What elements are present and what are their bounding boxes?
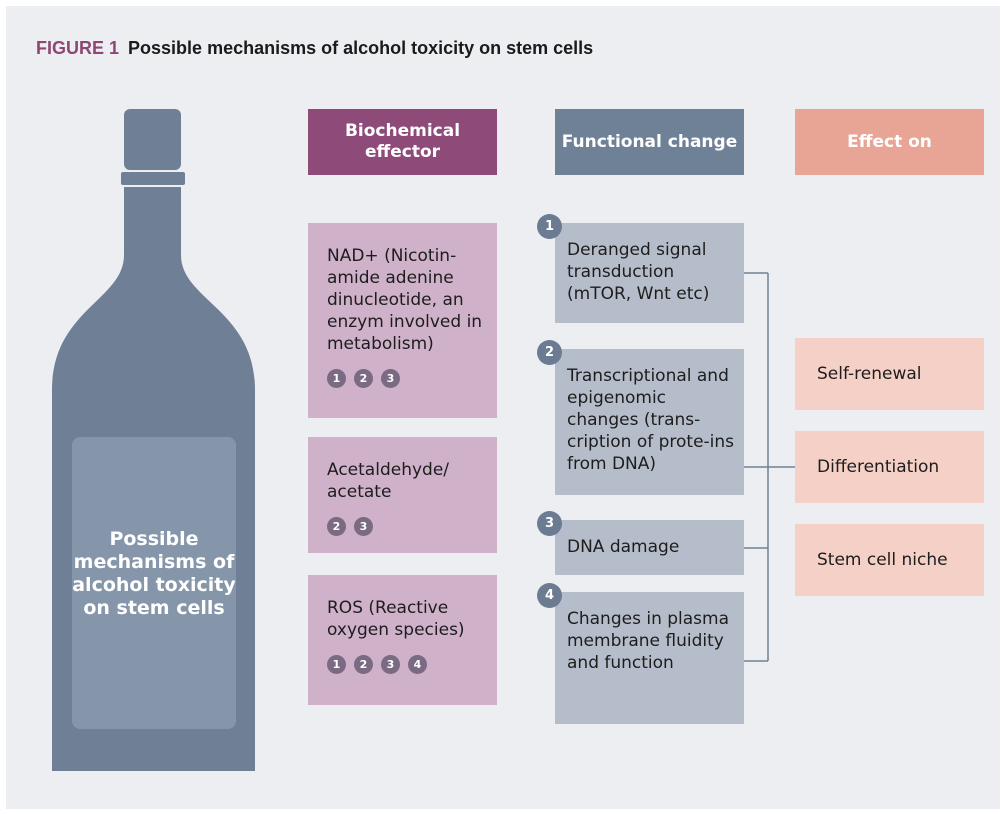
badge-2: 2 bbox=[354, 655, 373, 674]
figure-title-text: Possible mechanisms of alcohol toxicity … bbox=[128, 38, 594, 58]
badge-1: 1 bbox=[327, 369, 346, 388]
change-number-2: 2 bbox=[537, 340, 562, 365]
change-box-dna-damage: DNA damage bbox=[555, 520, 744, 575]
change-box-signal-transduction: Deranged signal transduction (mTOR, Wnt … bbox=[555, 223, 744, 323]
change-number-1: 1 bbox=[537, 214, 562, 239]
badge-3: 3 bbox=[381, 655, 400, 674]
effector-text: NAD+ (Nicotin-amide adenine dinucleotide… bbox=[327, 246, 483, 354]
effector-text: ROS (Reactive oxygen species) bbox=[327, 598, 465, 640]
effector-badges: 1 2 3 4 bbox=[327, 655, 487, 674]
effector-box-acetaldehyde: Acetaldehyde/ acetate 2 3 bbox=[308, 437, 497, 553]
badge-3: 3 bbox=[381, 369, 400, 388]
effector-text: Acetaldehyde/ acetate bbox=[327, 460, 450, 502]
effector-box-ros: ROS (Reactive oxygen species) 1 2 3 4 bbox=[308, 575, 497, 705]
badge-2: 2 bbox=[354, 369, 373, 388]
effect-box-stem-cell-niche: Stem cell niche bbox=[795, 524, 984, 596]
bottle-label-area bbox=[72, 437, 236, 729]
header-effect-on: Effect on bbox=[795, 109, 984, 175]
header-biochemical-effector: Biochemical effector bbox=[308, 109, 497, 175]
figure-label: FIGURE 1 bbox=[36, 38, 120, 58]
bottle-neck-band bbox=[121, 172, 185, 185]
figure-title: FIGURE 1 Possible mechanisms of alcohol … bbox=[36, 38, 593, 59]
badge-2: 2 bbox=[327, 517, 346, 536]
bottle-label: Possible mechanisms of alcohol toxicity … bbox=[72, 528, 236, 619]
change-number-3: 3 bbox=[537, 511, 562, 536]
header-functional-change: Functional change bbox=[555, 109, 744, 175]
effect-box-self-renewal: Self-renewal bbox=[795, 338, 984, 410]
change-box-transcriptional: Transcriptional and epigenomic changes (… bbox=[555, 349, 744, 495]
change-number-4: 4 bbox=[537, 583, 562, 608]
badge-1: 1 bbox=[327, 655, 346, 674]
badge-4: 4 bbox=[408, 655, 427, 674]
effector-badges: 2 3 bbox=[327, 517, 487, 536]
change-box-plasma-membrane: Changes in plasma membrane fluidity and … bbox=[555, 592, 744, 724]
bottle-neck-top bbox=[124, 109, 181, 170]
badge-3: 3 bbox=[354, 517, 373, 536]
effector-badges: 1 2 3 bbox=[327, 369, 487, 388]
effector-box-nad: NAD+ (Nicotin-amide adenine dinucleotide… bbox=[308, 223, 497, 418]
effect-box-differentiation: Differentiation bbox=[795, 431, 984, 503]
